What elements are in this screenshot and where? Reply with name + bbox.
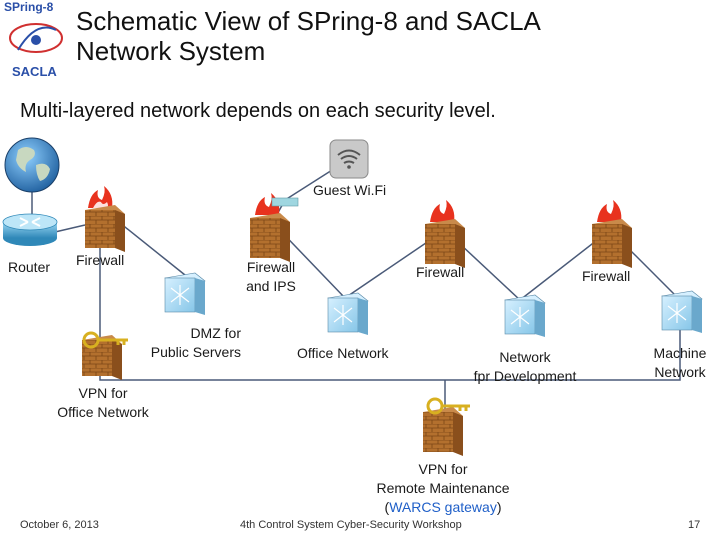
development-network-label-line2: fpr Development (473, 368, 577, 384)
firewall-ips-label: Firewall and IPS (236, 258, 306, 296)
vpn-office-label-line1: VPN for (78, 385, 128, 401)
spring8-logo-graphic (9, 23, 63, 53)
dmz-label-line2: Public Servers (150, 344, 241, 360)
switch-icon-dmz (164, 272, 206, 315)
paren-close: ) (496, 499, 502, 515)
key-icon-remote (426, 397, 470, 415)
switch-icon-development (504, 294, 546, 337)
spring8-logo: SPring-8 (4, 0, 54, 14)
key-icon-office (82, 331, 128, 349)
internet-globe-icon (4, 137, 60, 193)
switch-icon-office (327, 292, 369, 335)
warcs-gateway-text: WARCS gateway (389, 499, 497, 515)
firewall-ips-label-line1: Firewall (246, 259, 296, 275)
footer-date: October 6, 2013 (20, 519, 99, 531)
vpn-office-firewall-icon (82, 335, 122, 380)
firewall-3-label: Firewall (416, 264, 465, 280)
development-network-label: Network fpr Development (462, 348, 588, 386)
firewall-ips-label-line2: and IPS (246, 278, 296, 294)
router-label: Router (8, 259, 51, 275)
vpn-remote-firewall-icon (423, 407, 463, 456)
slide-title-line2: Network System (76, 36, 266, 66)
vpn-office-label-line2: Office Network (57, 404, 149, 420)
machine-network-label-line1: Machine (653, 345, 707, 361)
dmz-label: DMZ for Public Servers (130, 324, 241, 362)
firewall-icon-4 (592, 200, 632, 268)
machine-network-label: Machine Network (645, 344, 715, 382)
development-network-label-line1: Network (499, 349, 551, 365)
slide-title: Schematic View of SPring-8 and SACLA Net… (76, 6, 676, 66)
guest-wifi-label: Guest Wi.Fi (313, 182, 387, 198)
office-network-label: Office Network (297, 345, 389, 361)
slide-subtitle: Multi-layered network depends on each se… (20, 100, 496, 122)
firewall-1-label: Firewall (76, 252, 125, 268)
firewall-icon-2 (250, 193, 299, 262)
machine-network-label-line2: Network (654, 364, 706, 380)
router-icon (2, 213, 58, 246)
vpn-office-label: VPN for Office Network (44, 384, 162, 422)
vpn-remote-label-line2: Remote Maintenance (376, 480, 510, 496)
firewall-4-label: Firewall (582, 268, 631, 284)
firewall-icon-3 (425, 200, 465, 268)
switch-icon-machine (661, 290, 703, 333)
vpn-remote-label-line3: (WARCS gateway) (360, 498, 526, 517)
footer-event: 4th Control System Cyber-Security Worksh… (240, 519, 462, 531)
wifi-access-point-icon (329, 139, 369, 179)
dmz-label-line1: DMZ for (190, 325, 241, 341)
paren-open: ( (384, 499, 390, 515)
footer-page-number: 17 (688, 519, 701, 531)
vpn-remote-label-line1: VPN for (418, 461, 468, 477)
firewall-icon-1 (85, 186, 125, 252)
vpn-remote-label: VPN for Remote Maintenance (WARCS gatewa… (360, 460, 526, 517)
slide-title-line1: Schematic View of SPring-8 and SACLA (76, 6, 541, 36)
sacla-logo: SACLA (12, 64, 57, 79)
